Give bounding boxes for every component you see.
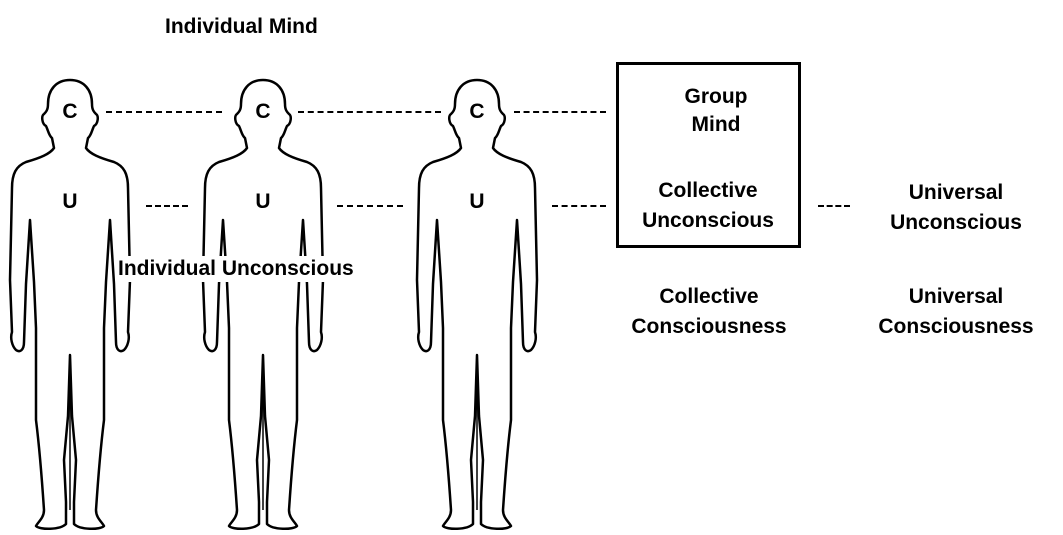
- unconscious-label: U: [462, 190, 492, 214]
- diagram-title: Individual Mind: [165, 14, 318, 40]
- unconscious-label: U: [248, 190, 278, 214]
- unconscious-connector: [818, 205, 850, 207]
- universal-consciousness-label: Universal Consciousness: [851, 284, 1061, 341]
- person-figure: C U: [193, 70, 333, 535]
- individual-unconscious-label: Individual Unconscious: [116, 256, 356, 282]
- collective-consciousness-label: Collective Consciousness: [604, 284, 814, 341]
- conscious-label: C: [462, 100, 492, 124]
- conscious-label: C: [55, 100, 85, 124]
- conscious-connector: [106, 111, 222, 113]
- unconscious-label: U: [55, 190, 85, 214]
- conscious-label: C: [248, 100, 278, 124]
- universal-unconscious-label: Universal Unconscious: [864, 180, 1048, 237]
- conscious-connector: [514, 111, 606, 113]
- unconscious-connector: [146, 205, 188, 207]
- unconscious-connector: [337, 205, 403, 207]
- conscious-connector: [298, 111, 441, 113]
- collective-unconscious-label: Collective Unconscious: [618, 178, 798, 235]
- person-figure: C U: [0, 70, 140, 535]
- unconscious-connector: [552, 205, 606, 207]
- person-figure: C U: [407, 70, 547, 535]
- group-mind-label: Group Mind: [656, 84, 776, 139]
